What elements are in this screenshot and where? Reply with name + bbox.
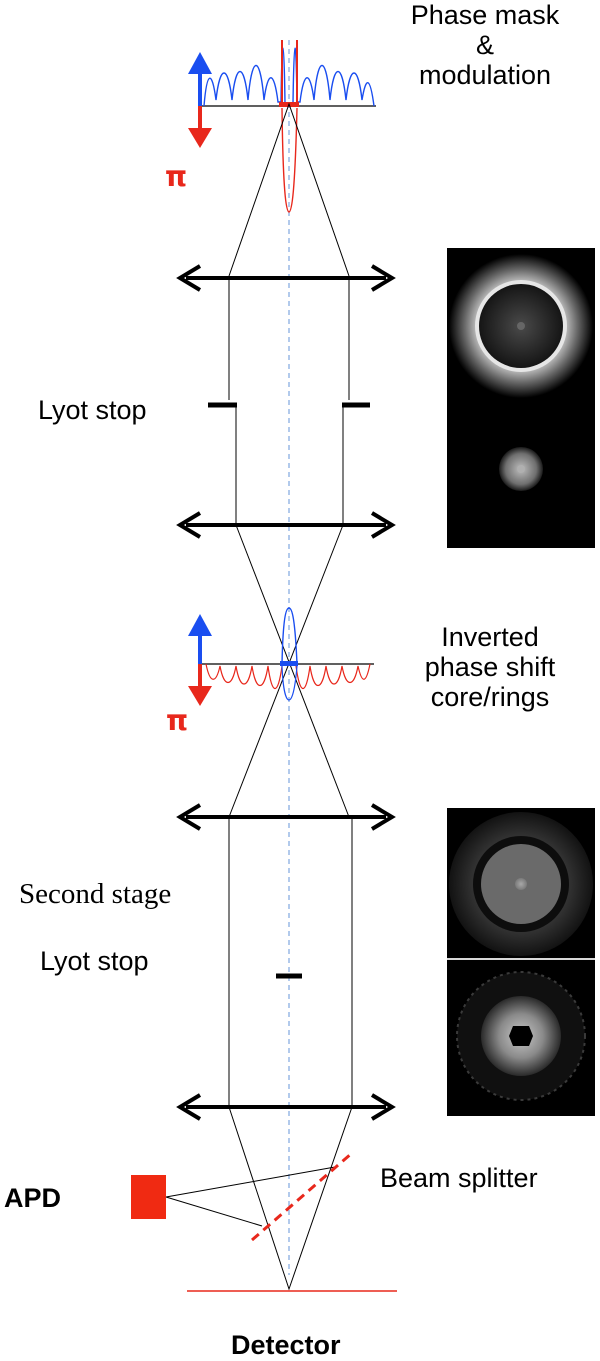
second-stage-label: Second stage	[19, 878, 172, 910]
beam-ray	[228, 524, 344, 818]
phase-mask-profile-top	[200, 40, 376, 213]
inverted-phase-label: Inverted phase shift core/rings	[380, 622, 600, 713]
lyot-stop-1-label: Lyot stop	[38, 395, 147, 425]
up-down-arrow-icon	[188, 52, 212, 148]
lyot-stop-2-label: Lyot stop	[40, 946, 149, 976]
apd-label: APD	[4, 1183, 62, 1213]
image-panel-pupil-2	[447, 808, 595, 1116]
beam-ray	[228, 102, 350, 277]
pupil-image	[447, 248, 595, 548]
phase-mask-label-line3: modulation	[418, 60, 552, 91]
inverted-phase-label-line2: phase shift	[424, 652, 556, 683]
up-down-arrow-icon	[188, 614, 212, 706]
lens-1	[176, 264, 396, 292]
phase-mask-label-line1: Phase mask	[410, 0, 560, 30]
phase-mask-profile-mid	[200, 607, 374, 701]
beam-splitter	[251, 1151, 353, 1242]
apd-ray	[165, 1196, 263, 1227]
beam-ray	[235, 524, 350, 818]
pupil-image-second-stage	[447, 808, 595, 1116]
phase-mask-label-line2: &	[475, 30, 494, 61]
pi-label-top: π	[165, 160, 188, 193]
phase-mask-label: Phase mask & modulation	[370, 0, 600, 91]
inverted-phase-label-line1: Inverted	[441, 622, 539, 652]
beam-splitter-label: Beam splitter	[380, 1163, 538, 1193]
red-square-icon	[131, 1175, 166, 1219]
lens-3	[176, 803, 396, 831]
image-panel-pupil-1	[447, 248, 595, 548]
beam-ray	[228, 1106, 353, 1291]
apd-ray	[165, 1166, 336, 1198]
pi-label-mid: π	[166, 704, 189, 737]
lens-2	[176, 511, 396, 539]
detector-label: Detector	[231, 1330, 341, 1360]
lens-4	[176, 1093, 396, 1121]
inverted-phase-label-line3: core/rings	[430, 682, 550, 713]
